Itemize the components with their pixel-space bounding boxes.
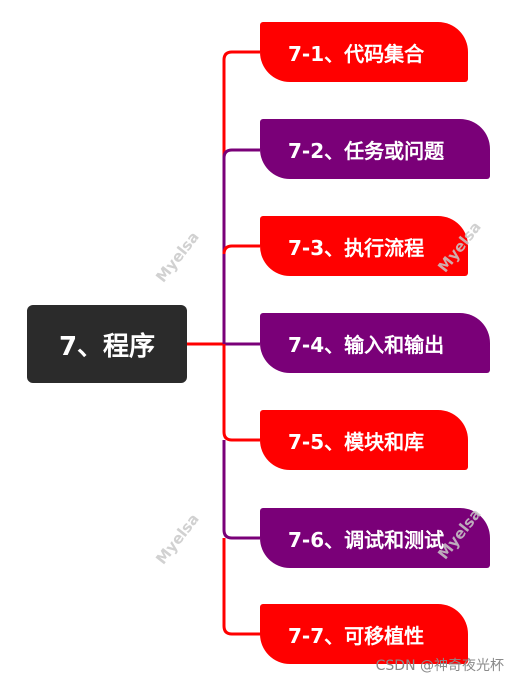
child-node-label: 7-1、代码集合 bbox=[288, 41, 425, 66]
child-node-7-1[interactable]: 7-1、代码集合 bbox=[260, 22, 468, 82]
child-node-label: 7-3、执行流程 bbox=[288, 235, 425, 260]
connector-7-5 bbox=[222, 344, 260, 442]
child-node-label: 7-5、模块和库 bbox=[288, 429, 425, 454]
child-node-7-6[interactable]: 7-6、调试和测试 bbox=[260, 508, 490, 568]
root-node-label: 7、程序 bbox=[58, 331, 156, 362]
child-node-7-7[interactable]: 7-7、可移植性 bbox=[260, 604, 468, 664]
footer-credit: CSDN @神奇夜光杯 bbox=[375, 658, 504, 674]
child-node-7-5[interactable]: 7-5、模块和库 bbox=[260, 410, 468, 470]
root-node[interactable]: 7、程序 bbox=[27, 305, 187, 383]
child-node-label: 7-6、调试和测试 bbox=[288, 527, 445, 552]
connector-7-6 bbox=[222, 440, 260, 540]
child-node-label: 7-7、可移植性 bbox=[288, 623, 425, 648]
child-node-7-3[interactable]: 7-3、执行流程 bbox=[260, 216, 468, 276]
connector-7-2 bbox=[222, 148, 260, 344]
connector-7-3 bbox=[222, 244, 260, 255]
child-node-label: 7-4、输入和输出 bbox=[288, 332, 445, 357]
child-node-7-2[interactable]: 7-2、任务或问题 bbox=[260, 119, 490, 179]
child-node-7-4[interactable]: 7-4、输入和输出 bbox=[260, 313, 490, 373]
connector-7-7 bbox=[222, 538, 260, 636]
child-node-label: 7-2、任务或问题 bbox=[288, 138, 445, 163]
connector-7-1 bbox=[222, 50, 260, 344]
